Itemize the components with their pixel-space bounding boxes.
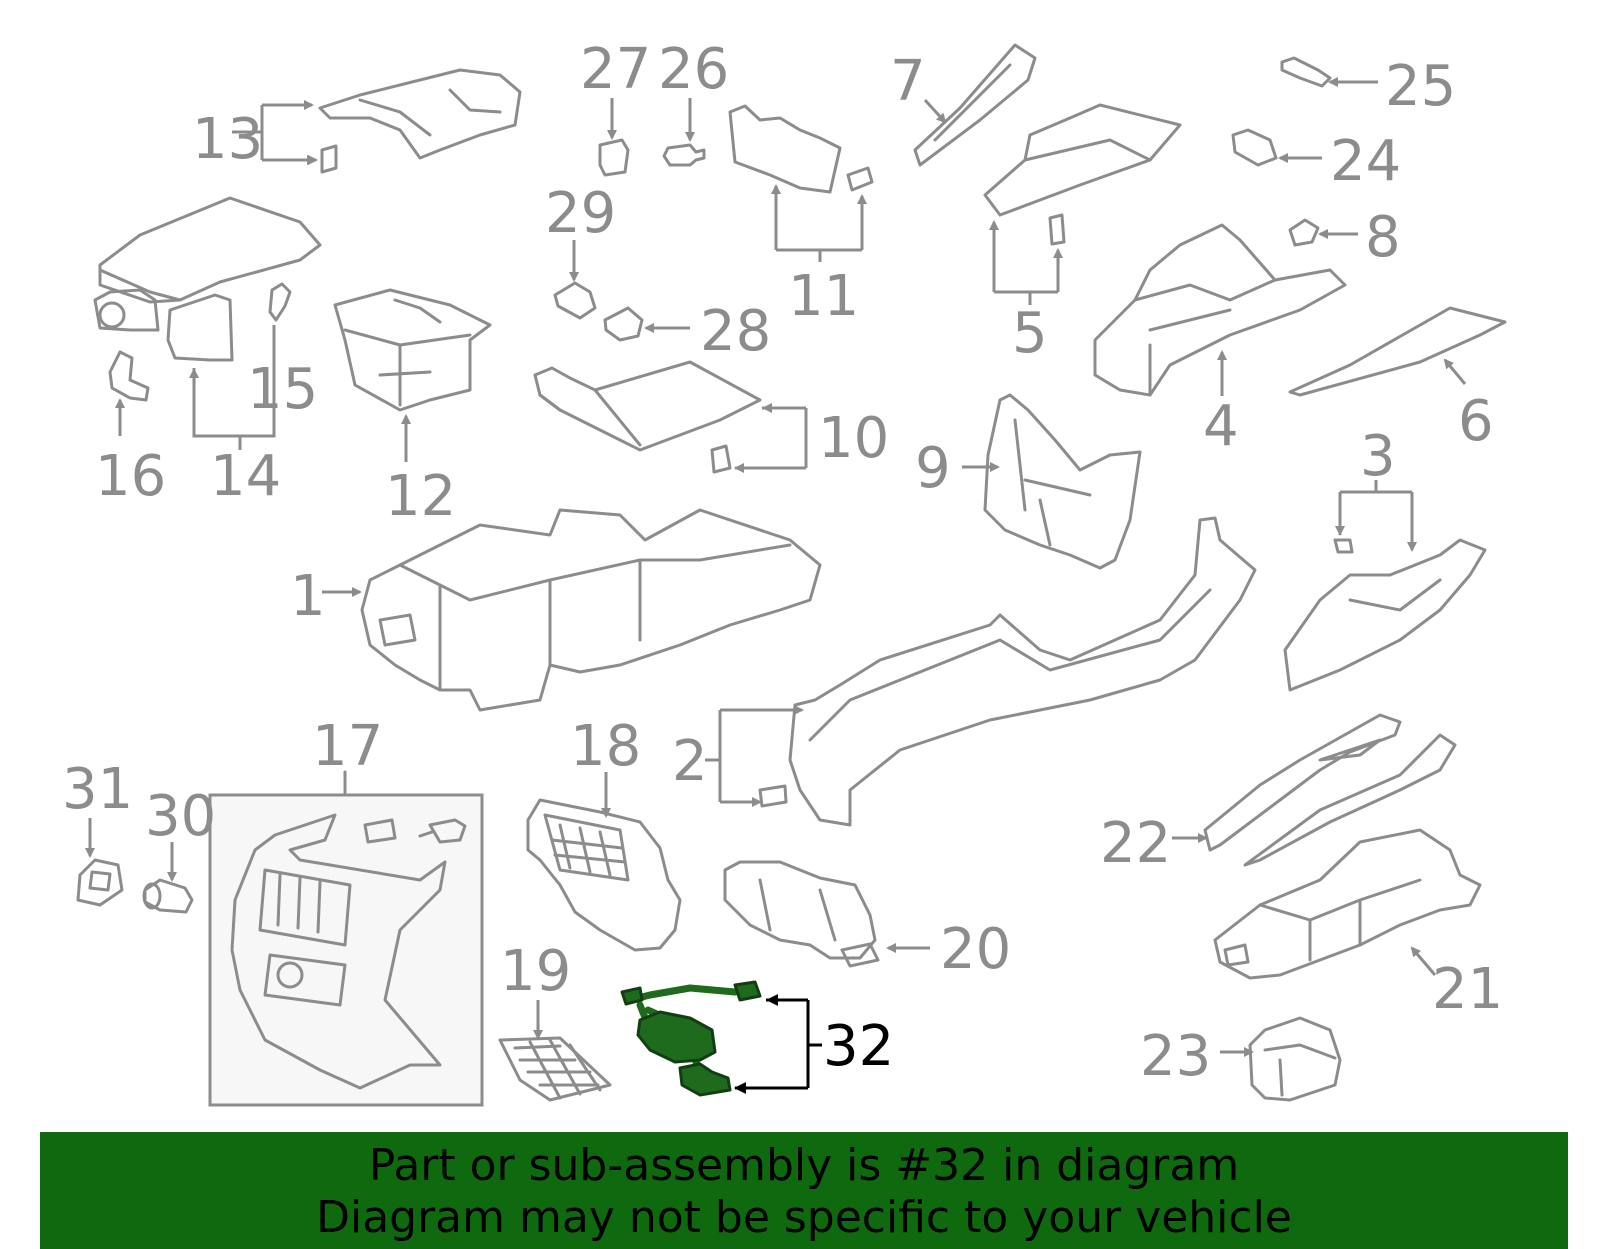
callout-32: 32	[823, 1014, 894, 1079]
banner-line-2: Diagram may not be specific to your vehi…	[316, 1192, 1292, 1243]
part-5	[983, 103, 1182, 305]
callout-9: 9	[915, 436, 951, 501]
callout-21: 21	[1432, 957, 1503, 1022]
part-21	[1213, 828, 1482, 980]
part-30	[142, 842, 194, 914]
part-23	[1220, 1016, 1342, 1102]
callout-22: 22	[1100, 811, 1171, 876]
callout-24: 24	[1330, 129, 1401, 194]
part-16	[108, 350, 150, 436]
callout-1: 1	[290, 564, 326, 629]
part-32-harness	[620, 980, 762, 1097]
part-1	[322, 508, 822, 712]
callout-6: 6	[1458, 389, 1494, 454]
part-22	[1172, 713, 1457, 867]
part-8	[1288, 218, 1358, 247]
part-3	[1283, 480, 1487, 692]
callout-18: 18	[570, 714, 641, 779]
part-27	[598, 98, 630, 177]
callout-12: 12	[385, 464, 456, 529]
callout-23: 23	[1140, 1024, 1211, 1089]
callout-4: 4	[1203, 394, 1239, 459]
part-10	[533, 360, 808, 474]
callout-28: 28	[700, 299, 771, 364]
callout-10: 10	[818, 406, 889, 471]
callout-7: 7	[890, 49, 926, 114]
callout-14: 14	[210, 444, 281, 509]
callout-25: 25	[1385, 54, 1456, 119]
part-6	[1288, 306, 1507, 397]
part-11	[728, 104, 874, 262]
callout-2: 2	[672, 729, 708, 794]
callout-11: 11	[788, 264, 859, 329]
callout-30: 30	[145, 784, 216, 849]
callout-31: 31	[62, 757, 133, 822]
callout-20: 20	[940, 917, 1011, 982]
callout-13: 13	[192, 107, 263, 172]
info-banner: Part or sub-assembly is #32 in diagram D…	[40, 1132, 1568, 1249]
part-17	[208, 770, 484, 1107]
part-31	[76, 818, 124, 907]
callout-16: 16	[95, 444, 166, 509]
part-15	[268, 282, 292, 322]
callout-29: 29	[545, 181, 616, 246]
part-29	[553, 240, 597, 320]
part-2	[705, 516, 1257, 827]
part-18	[526, 772, 682, 952]
callout-27: 27	[580, 37, 651, 102]
callout-26: 26	[658, 37, 729, 102]
part-4	[1093, 223, 1347, 397]
part-14	[93, 196, 322, 450]
part-28	[603, 306, 690, 342]
part-19	[498, 1000, 612, 1102]
callout-19: 19	[500, 939, 571, 1004]
callout-8: 8	[1365, 205, 1401, 270]
part-26	[662, 98, 706, 167]
part-12	[333, 288, 492, 462]
part-20	[723, 860, 930, 968]
part-7	[913, 43, 1037, 167]
callout-3: 3	[1360, 424, 1396, 489]
callout-17: 17	[312, 714, 383, 779]
part-32-leader	[734, 994, 822, 1094]
part-24	[1231, 128, 1322, 167]
callout-15: 15	[247, 357, 318, 422]
part-25	[1280, 56, 1378, 88]
callout-5: 5	[1012, 301, 1048, 366]
part-9	[962, 393, 1142, 570]
part-13	[232, 68, 522, 174]
banner-line-1: Part or sub-assembly is #32 in diagram	[368, 1140, 1240, 1191]
